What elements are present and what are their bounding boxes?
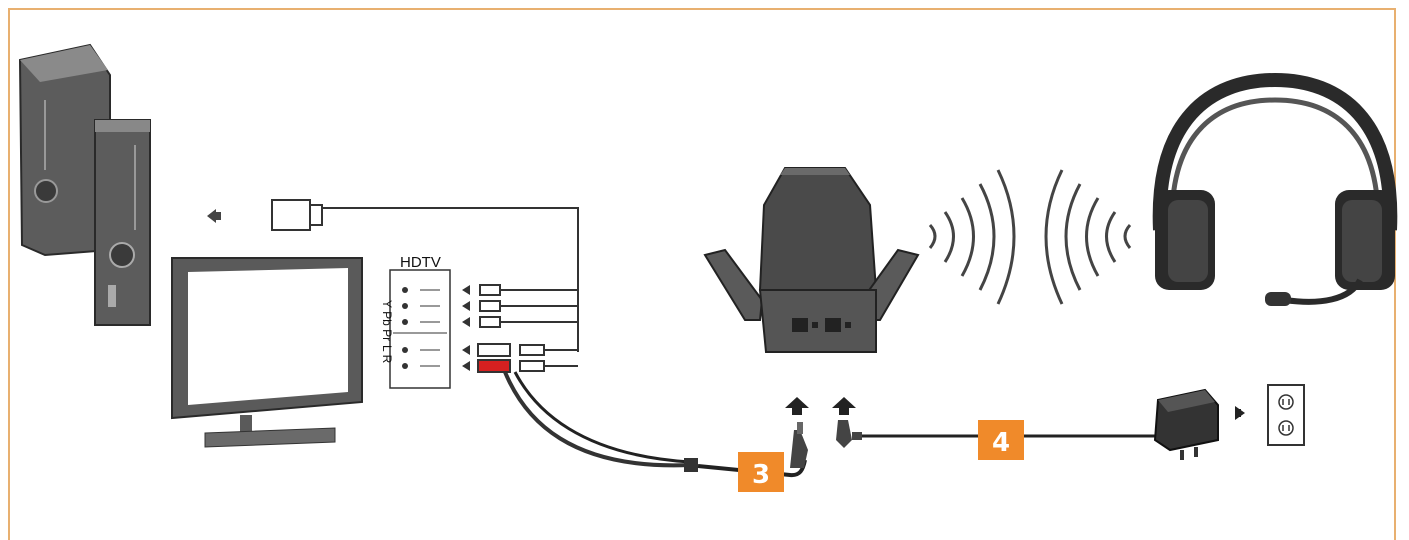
wireless-waves-icon [928,169,1132,305]
hdmi-plug-icon [271,199,323,231]
arrow-icon [207,209,216,223]
wall-outlet-icon [1267,384,1305,446]
component-labels: Y Pb Pr [380,300,394,341]
audio-labels: L R [380,345,394,364]
up-arrow-icon [785,397,809,415]
up-arrow-icon [832,397,856,415]
headset-icon [1152,72,1398,306]
transmitter-base-icon [703,167,920,353]
audio-y-cable [503,371,807,478]
hdtv-label: HDTV [400,254,441,271]
hdtv-port-panel: HDTV Y Pb Pr L R [380,254,451,389]
step-4-badge: 4 [978,420,1024,460]
audio-jack-icon [790,422,808,468]
audio-cable-connectors [462,343,578,373]
xbox-console-icon [18,43,151,326]
component-cable-connectors [462,284,578,328]
power-jack-icon [836,420,862,448]
power-adapter-icon [1153,388,1219,460]
step-3-badge: 3 [738,452,784,492]
svg-text:4: 4 [992,428,1010,458]
svg-text:3: 3 [752,460,770,490]
tv-icon [171,257,363,448]
